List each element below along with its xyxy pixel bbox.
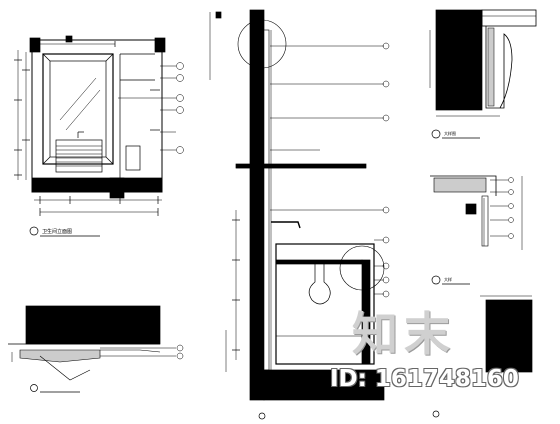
toilet-tank bbox=[125, 145, 141, 171]
elevation-title: 卫生间立面图 bbox=[42, 228, 72, 235]
mirror-frame bbox=[42, 53, 114, 165]
detail-bottom-right bbox=[432, 295, 533, 418]
sink-trap bbox=[308, 264, 331, 305]
bottom-left-detail bbox=[8, 305, 184, 393]
detail-mid-title: 大样 bbox=[444, 276, 452, 282]
wall-section bbox=[249, 9, 265, 401]
watermark-id: ID: 161748160 bbox=[330, 366, 519, 392]
detail-mid-right: 大样 bbox=[430, 175, 523, 285]
elevation-view: 卫生间立面图 bbox=[14, 35, 184, 237]
detail-circle bbox=[237, 19, 287, 69]
vanity-cabinet bbox=[55, 139, 103, 173]
basin-cabinet bbox=[275, 243, 375, 365]
detail-top-title: 大样图 bbox=[444, 130, 456, 136]
section-view bbox=[209, 9, 390, 420]
watermark-logo: 知末 bbox=[352, 307, 456, 361]
floor-slab bbox=[31, 177, 163, 193]
detail-top-right: 大样图 bbox=[429, 9, 537, 139]
view-marker bbox=[29, 226, 39, 236]
